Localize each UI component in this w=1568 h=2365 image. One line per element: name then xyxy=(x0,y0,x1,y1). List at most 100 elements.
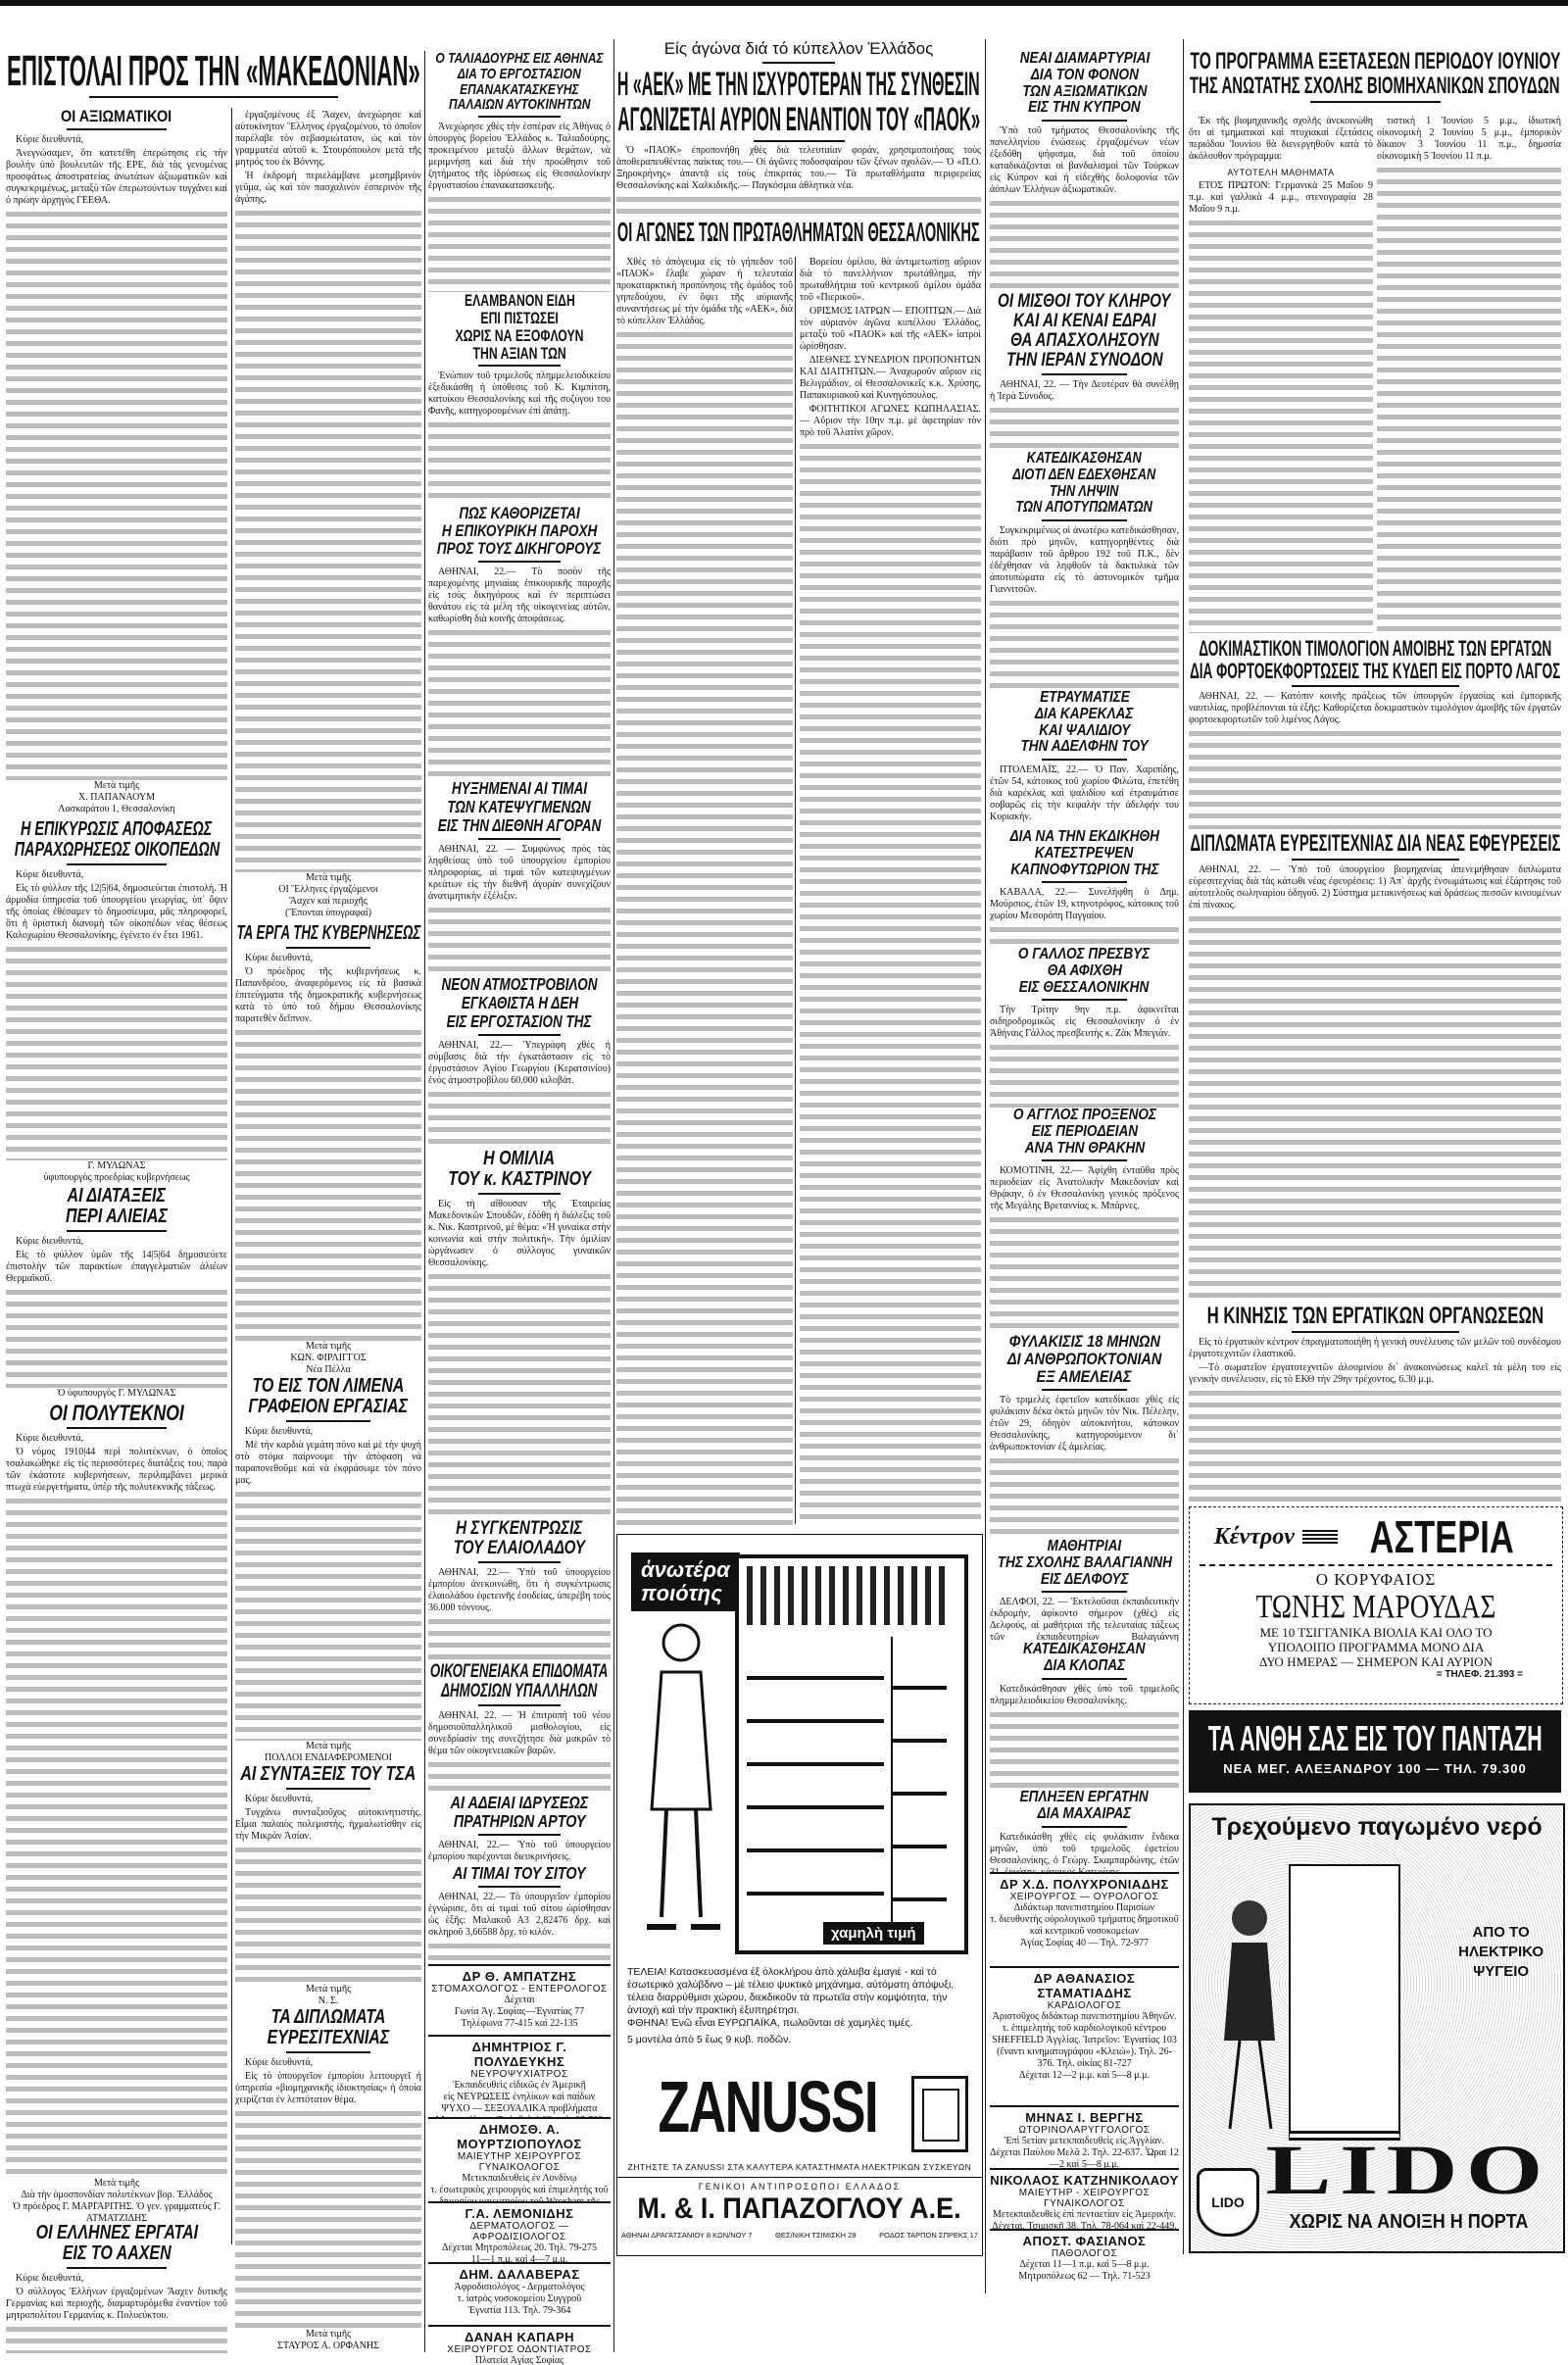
doctor-name: ΔΗΜ. ΔΑΛΑΒΕΡΑΣ xyxy=(459,2267,580,2282)
article-body-text-continued xyxy=(1189,1388,1561,1502)
article-paragraph: Εἰς τὸ ἐργατικὸν κέντρον ἐπραγματοποιήθη… xyxy=(1189,1337,1561,1360)
article-paragraph: Εἰς τὸ φύλλον ὑμῶν τῆς 14|5|64 δημοσιεύε… xyxy=(6,1250,227,1284)
doctor-name: ΝΙΚΟΛΑΟΣ ΚΑΤΖΗΝΙΚΟΛΑΟΥ xyxy=(990,2173,1179,2188)
article-headline: ΕΙΣ ΤΟ ΑΑΧΕΝ xyxy=(62,2242,172,2264)
article-letters-cont: ἐργαζομένους ἐξ Ἄαχεν, ἀνεχώρησε καὶ αὐτ… xyxy=(235,110,421,919)
article-signature: Μετὰ τιμῆς xyxy=(305,1984,352,1995)
article-paragraph: Ὁ νόμος 1910|44 περὶ πολυτέκνων, ὁ ὁποῖο… xyxy=(6,1447,227,1494)
article-body-text-continued xyxy=(990,198,1179,292)
headline-rule xyxy=(478,1703,561,1706)
article-paragraph: Ὁ πρόεδρος τῆς κυβερνήσεως κ. Παπανδρέου… xyxy=(235,966,421,1024)
article-headline: ΤΗΝ ΑΞΙΑΝ ΤΩΝ xyxy=(472,343,566,363)
article-headline: ΤΗΣ ΣΧΟΛΗΣ ΒΑΛΑΓΙΑΝΝΗ xyxy=(997,1553,1172,1571)
article-headline: ΝΕΑΙ ΔΙΑΜΑΡΤΥΡΙΑΙ xyxy=(1019,51,1150,67)
article-headline: ΠΩΣ ΚΑΘΟΡΙΖΕΤΑΙ xyxy=(459,505,580,522)
article-headline: ΕΤΡΑΥΜΑΤΙΣΕ xyxy=(1039,690,1130,706)
headline-rule xyxy=(478,1560,561,1563)
article-paragraph: Κύριε διευθυντά, xyxy=(16,133,84,145)
article-headline: ΦΥΛΑΚΙΣΙΣ 18 ΜΗΝΩΝ xyxy=(1008,1333,1160,1351)
lido-refrigerator-advertisement: Τρεχούμενο παγωμένο νερό ΑΠΟ ΤΟ ΗΛΕΚΤΡΙΚ… xyxy=(1189,1803,1565,2253)
article-paragraph: Ἀνεχώρησε χθὲς τὴν ἑσπέραν εἰς Ἀθήνας ὁ … xyxy=(428,122,611,191)
article-headline: ΑΙ ΣΥΝΤΑΞΕΙΣ ΤΟΥ ΤΣΑ xyxy=(240,1764,416,1785)
article-paragraph: Κατεδικάσθη χθὲς εἰς φυλάκισιν ἕνδεκα μη… xyxy=(990,1831,1179,1873)
article-headline: ΠΡΟΣ ΤΟΥΣ ΔΙΚΗΓΟΡΟΥΣ xyxy=(437,538,602,558)
rule xyxy=(1309,101,1441,104)
article-body-text-continued xyxy=(428,626,611,779)
article-paragraph: Κύριε διευθυντά, xyxy=(245,2057,314,2068)
headline-rule xyxy=(1042,1159,1127,1162)
headline-rule xyxy=(67,1230,167,1232)
article-paragraph: Ἡ ἐκδρομὴ περιελάμβανε μεσημβρινὸν γεῦμα… xyxy=(235,171,421,205)
doctor-details: τ. διευθυντὴς οὐρολογικοῦ τμήματος δημοτ… xyxy=(990,1914,1179,1937)
side-line3: ΨΥΓΕΙΟ xyxy=(1473,1963,1530,1980)
article-headline: ΚΑΤΕΔΙΚΑΣΘΗΣΑΝ xyxy=(1023,1642,1146,1657)
article-body-text-continued xyxy=(800,441,981,1526)
article-headline: ΔΙΑ ΤΟ ΕΡΓΟΣΤΑΣΙΟΝ xyxy=(458,65,581,82)
girl-illustration xyxy=(1224,1900,1275,2130)
article-signature: ΚΩΝ. ΦΙΡΛΙΓΓΟΣ xyxy=(290,1353,367,1363)
article-headline: ΤΗΝ ΑΔΕΛΦΗΝ ΤΟΥ xyxy=(1020,738,1149,756)
asteria-advertisement: Κέντρον ΑΣΤΕΡΙΑ Ο ΚΟΡΥΦΑΙΟΣ ΤΩΝΗΣ ΜΑΡΟΥΔ… xyxy=(1189,1506,1563,1704)
article-headline: ΤΩΝ ΑΞΙΩΜΑΤΙΚΩΝ xyxy=(1021,82,1148,100)
headline-rule xyxy=(286,1788,370,1790)
article-headline: ΤΗΝ ΙΕΡΑΝ ΣΥΝΟΔΟΝ xyxy=(1005,349,1163,370)
article-headline: Η ΣΥΓΚΕΝΤΡΩΣΙΣ xyxy=(456,1519,583,1539)
lido-tagline: ΧΩΡΙΣ ΝΑ ΑΝΟΙΞΗ Η ΠΟΡΤΑ xyxy=(1289,2211,1529,2233)
freezer-compartment xyxy=(747,1566,953,1625)
headline-rule xyxy=(1291,685,1459,688)
article-headline: ΑΙ ΤΙΜΑΙ ΤΟΥ ΣΙΤΟΥ xyxy=(453,1864,586,1883)
zanussi-reps: ΓΕΝΙΚΟΙ ΑΝΤΙΠΡΟΣΩΠΟΙ ΕΛΛΑΔΟΣ xyxy=(698,2182,902,2192)
headline-rule xyxy=(286,1420,370,1422)
article-body-text-continued xyxy=(990,924,1179,945)
headline-rule xyxy=(1042,1591,1127,1594)
headline-rule xyxy=(1042,759,1127,762)
article-body-text-continued xyxy=(428,1088,611,1148)
doctor-details: Τηλέφωνα 77-415 καὶ 22-135 xyxy=(461,2018,578,2029)
headline-rule xyxy=(67,2267,167,2269)
headline-rule xyxy=(478,837,561,840)
lido-headline: Τρεχούμενο παγωμένο νερό xyxy=(1211,1813,1543,1841)
article-headline: Η ΕΠΙΚΥΡΩΣΙΣ ΑΠΟΦΑΣΕΩΣ xyxy=(21,819,213,840)
headline-rule xyxy=(286,2051,370,2053)
article-signature: ὑφυπουργὸς προεδρίας κυβερνήσεως xyxy=(43,1172,190,1183)
pantazi-florist-advertisement: ΤΑ ΑΝΘΗ ΣΑΣ ΕΙΣ ΤΟΥ ΠΑΝΤΑΖΗ ΝΕΑ ΜΕΓ. ΑΛΕ… xyxy=(1189,1710,1561,1793)
headline-rule xyxy=(478,1885,561,1888)
headline-rule xyxy=(478,1193,561,1195)
article-body-text-continued xyxy=(428,904,611,975)
article-paragraph: Εἰς τὴ αἴθουσαν τῆς Ἑταιρείας Μακεδονικῶ… xyxy=(428,1199,611,1268)
doctor-details: Μετεκπαιδευθεὶς ἐπὶ πενταετίαν εἰς Ἀμερι… xyxy=(992,2209,1177,2230)
article-agones-r: Βορείου ὁμίλου, θὰ ἀντιμετωπίσῃ αὔριον δ… xyxy=(800,257,981,1526)
article-paragraph: ΑΘΗΝΑΙ, 22.— Ὑπὸ τοῦ ὑπουργείου ἐμπορίου… xyxy=(428,1839,611,1862)
article-body-text-continued xyxy=(235,1489,421,1741)
zanussi-brand: ZANUSSI xyxy=(658,2066,878,2147)
article-headline: ΕΓΚΑΘΙΣΤΑ Η ΔΕΗ xyxy=(461,992,578,1012)
article-headline: ΕΛΑΜΒΑΝΟΝ ΕΙΔΗ xyxy=(464,292,575,310)
sports-kicker: Είς άγώνα διά τό κύπελλον Ἑλλάδος xyxy=(663,39,934,58)
rule xyxy=(753,140,845,143)
asteria-line2: ΥΠΟΛΟΙΠΟ ΠΡΟΓΡΑΜΜΑ ΜΟΝΟ ΔΙΑ xyxy=(1267,1639,1485,1654)
article-headline: ΔΟΚΙΜΑΣΤΙΚΟΝ ΤΙΜΟΛΟΓΙΟΝ ΑΜΟΙΒΗΣ ΤΩΝ ΕΡΓΑ… xyxy=(1199,637,1551,661)
pantazi-title: ΤΑ ΑΝΘΗ ΣΑΣ ΕΙΣ ΤΟΥ ΠΑΝΤΑΖΗ xyxy=(1207,1718,1543,1758)
article-paragraph: ΠΤΟΛΕΜΑΪΣ, 22.— Ὁ Παν. Χαριπίδης, ἐτῶν 5… xyxy=(990,764,1179,823)
headline-rule xyxy=(1042,1677,1127,1680)
headline-rule xyxy=(67,1427,167,1430)
asteria-line3: ΔΥΟ ΗΜΕΡΑΣ — ΣΗΜΕΡΟΝ ΚΑΙ ΑΥΡΙΟΝ xyxy=(1259,1653,1493,1669)
article-paragraph: Μὲ τὴν καρδιὰ γεμάτη πόνο καὶ μὲ τὴν ψυχ… xyxy=(235,1440,421,1486)
article-body-text-continued xyxy=(428,1940,611,1962)
headline-rule xyxy=(1291,1331,1459,1334)
article-headline: ΟΙ ΕΛΛΗΝΕΣ ΕΡΓΑΤΑΙ xyxy=(35,2223,198,2243)
article-body-text-continued xyxy=(235,208,421,872)
doctor-specialty: ΚΑΡΔΙΟΛΟΓΟΣ xyxy=(1047,2000,1122,2011)
article-headline: ΠΑΛΑΙΩΝ ΑΥΤΟΚΙΝΗΤΩΝ xyxy=(448,96,591,114)
